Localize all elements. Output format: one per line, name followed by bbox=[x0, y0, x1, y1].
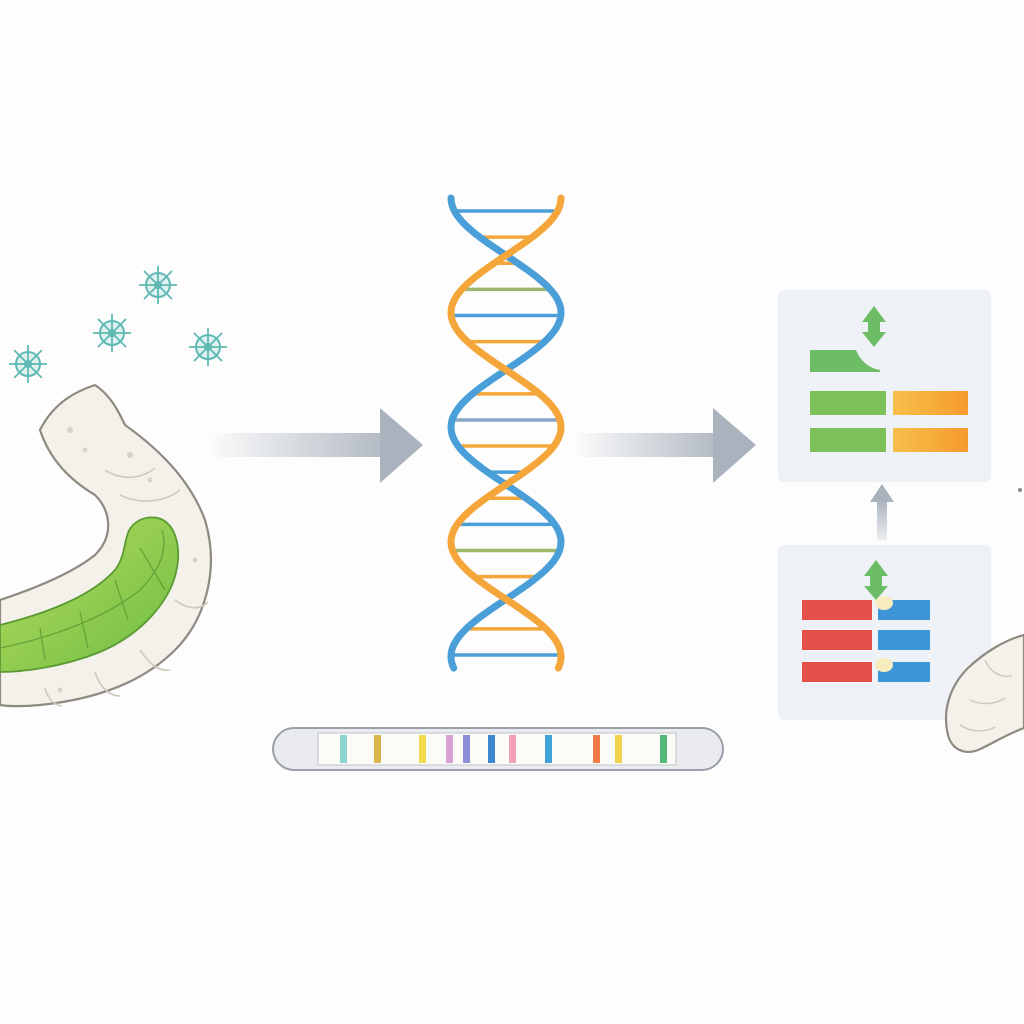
virus-icon bbox=[9, 345, 47, 383]
dna-strand-blue bbox=[447, 194, 565, 672]
expression-bar bbox=[802, 600, 872, 620]
gel-band bbox=[374, 735, 381, 763]
expression-bar bbox=[893, 428, 968, 452]
gel-band bbox=[660, 735, 667, 763]
virus-particles bbox=[9, 266, 227, 383]
gel-bands bbox=[340, 735, 667, 763]
expression-bar bbox=[810, 428, 886, 452]
expression-panel-baseline bbox=[778, 545, 991, 720]
up-arrow-icon bbox=[862, 306, 886, 347]
expression-bar bbox=[802, 630, 872, 650]
dna-helix-icon bbox=[447, 194, 565, 672]
virus-icon bbox=[139, 266, 177, 304]
infected-larva-icon bbox=[0, 383, 212, 708]
gel-band bbox=[593, 735, 600, 763]
expression-bar bbox=[810, 391, 886, 415]
up-arrow-icon bbox=[864, 560, 888, 600]
expression-panel-upregulated bbox=[778, 290, 991, 482]
virus-icon bbox=[189, 328, 227, 366]
flow-arrow-2 bbox=[572, 408, 756, 483]
healthy-larva-icon bbox=[944, 488, 1024, 753]
dna-strand-orange bbox=[447, 194, 565, 672]
gel-band bbox=[615, 735, 622, 763]
expression-bar bbox=[893, 391, 968, 415]
gel-band bbox=[419, 735, 426, 763]
virus-icon bbox=[93, 314, 131, 352]
expression-bar bbox=[802, 662, 872, 682]
larva-gut bbox=[0, 516, 179, 673]
flow-arrow-1 bbox=[205, 408, 423, 483]
up-connector-arrow bbox=[870, 484, 894, 540]
expression-bar bbox=[878, 630, 930, 650]
gel-band bbox=[446, 735, 453, 763]
gel-band bbox=[340, 735, 347, 763]
gel-band bbox=[545, 735, 552, 763]
gel-band bbox=[488, 735, 495, 763]
sequencing-strip-icon bbox=[272, 727, 724, 771]
gel-band bbox=[463, 735, 470, 763]
gel-band bbox=[509, 735, 516, 763]
dna-base-pairs bbox=[453, 209, 559, 657]
